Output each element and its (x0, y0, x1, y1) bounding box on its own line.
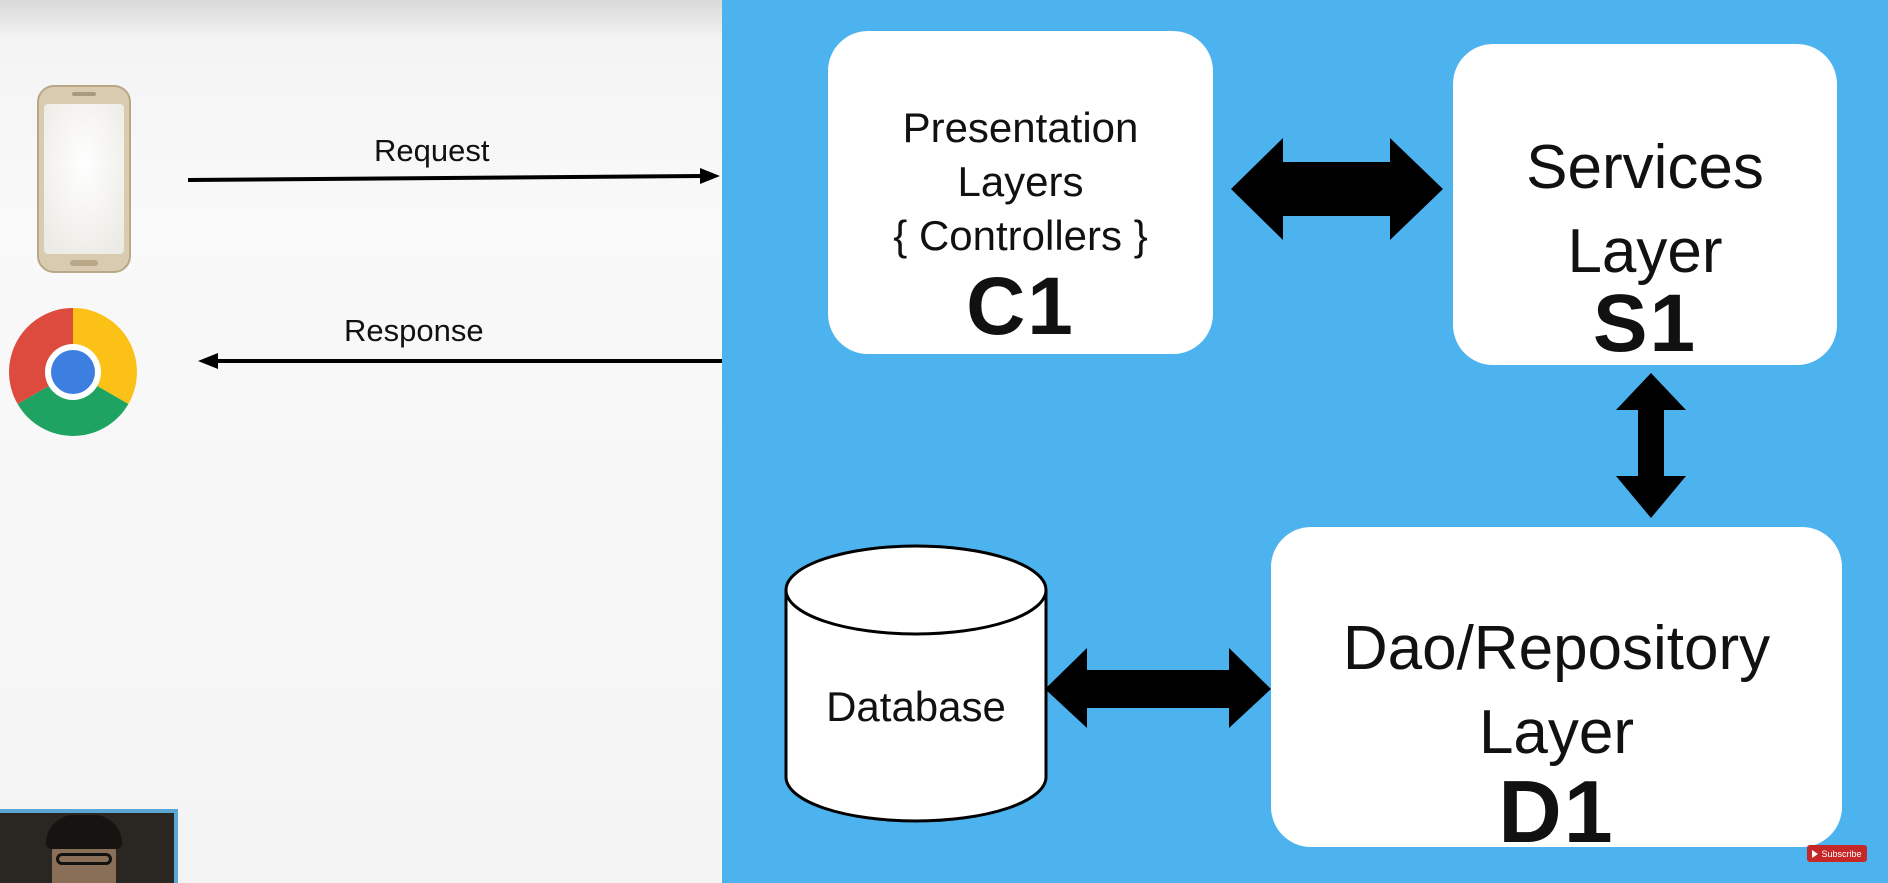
services-layer-title: Services Layer (1526, 126, 1764, 294)
presentation-title-line: { Controllers } (893, 212, 1148, 259)
presentation-services-arrow (1231, 138, 1443, 240)
smartphone-icon (37, 85, 131, 273)
presentation-layer-box: Presentation Layers { Controllers } C1 (828, 31, 1213, 354)
presentation-title-line: Presentation (902, 104, 1139, 151)
repository-title-line: Dao/Repository (1342, 614, 1771, 683)
presentation-layer-title: Presentation Layers { Controllers } (893, 101, 1147, 263)
request-arrow (187, 168, 720, 184)
services-repository-arrow (1616, 373, 1686, 518)
database-repository-arrow (1045, 648, 1271, 728)
chrome-browser-icon (9, 308, 137, 436)
services-title-line: Layer (1567, 217, 1723, 286)
response-arrow (198, 353, 722, 369)
presentation-layer-code: C1 (966, 261, 1075, 352)
play-icon (1812, 849, 1819, 858)
database-cylinder-icon (784, 544, 1048, 823)
services-layer-code: S1 (1592, 278, 1698, 369)
repository-layer-box: Dao/Repository Layer D1 (1271, 527, 1842, 847)
repository-title-line: Layer (1478, 698, 1635, 767)
repository-layer-code: D1 (1498, 762, 1615, 848)
request-label: Request (374, 133, 490, 168)
database-label: Database (826, 683, 1006, 730)
services-layer-box: Services Layer S1 (1453, 44, 1837, 365)
presentation-title-line: Layers (957, 158, 1084, 205)
presenter-glasses (56, 853, 112, 865)
services-title-line: Services (1526, 133, 1764, 202)
repository-layer-title: Dao/Repository Layer (1343, 607, 1770, 775)
subscribe-label: Subscribe (1821, 848, 1862, 859)
subscribe-button[interactable]: Subscribe (1807, 845, 1867, 862)
presenter-webcam-thumbnail (0, 809, 178, 883)
presenter-hair (46, 815, 122, 849)
response-label: Response (344, 313, 484, 348)
